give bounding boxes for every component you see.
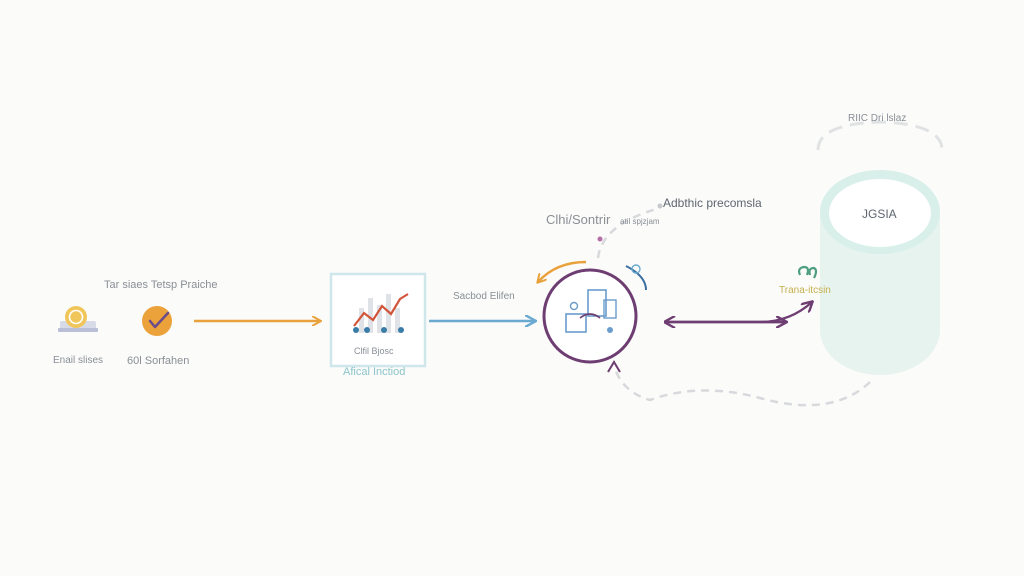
transfer-icon: [798, 265, 818, 279]
middle-arrow-label: Sacbod Elifen: [453, 291, 515, 302]
return-arrowhead: [607, 360, 621, 373]
blue-node-icon: [631, 264, 641, 274]
database-cylinder: [820, 170, 940, 375]
coin-icon: [58, 306, 98, 332]
chart-label: Clfil Bjosc: [354, 346, 394, 356]
process-circle: [542, 268, 638, 364]
marker-dot: [597, 236, 603, 242]
database-label: JGSIA: [862, 207, 897, 221]
dashed-arc-top: [596, 206, 661, 259]
arc-end-dot: [657, 203, 663, 209]
circle-top-label: Clhi/Sontrir: [546, 212, 611, 227]
circle-top-sublabel: atil spjzjam: [620, 217, 660, 226]
orange-curved-arrow: [538, 260, 587, 282]
dashed-return-path: [612, 365, 871, 407]
purple-curve-arrow: [759, 302, 812, 324]
source-title: Tar siaes Tetsp Praiche: [104, 279, 218, 291]
check-label: 60l Sorfahen: [127, 355, 190, 367]
database-top-label: RIIC Dri lslaz: [848, 113, 907, 124]
transfer-label: Trana-itcsin: [779, 285, 831, 296]
chart-sublabel: Afical Inctiod: [343, 366, 406, 378]
email-label: Enail slises: [53, 355, 104, 366]
chart-box: [329, 272, 427, 368]
process-label: Adbthic precomsla: [663, 196, 762, 210]
cylinder-dashed-cap: [816, 120, 944, 151]
check-badge-icon: [142, 306, 172, 336]
blue-arc: [625, 265, 647, 291]
